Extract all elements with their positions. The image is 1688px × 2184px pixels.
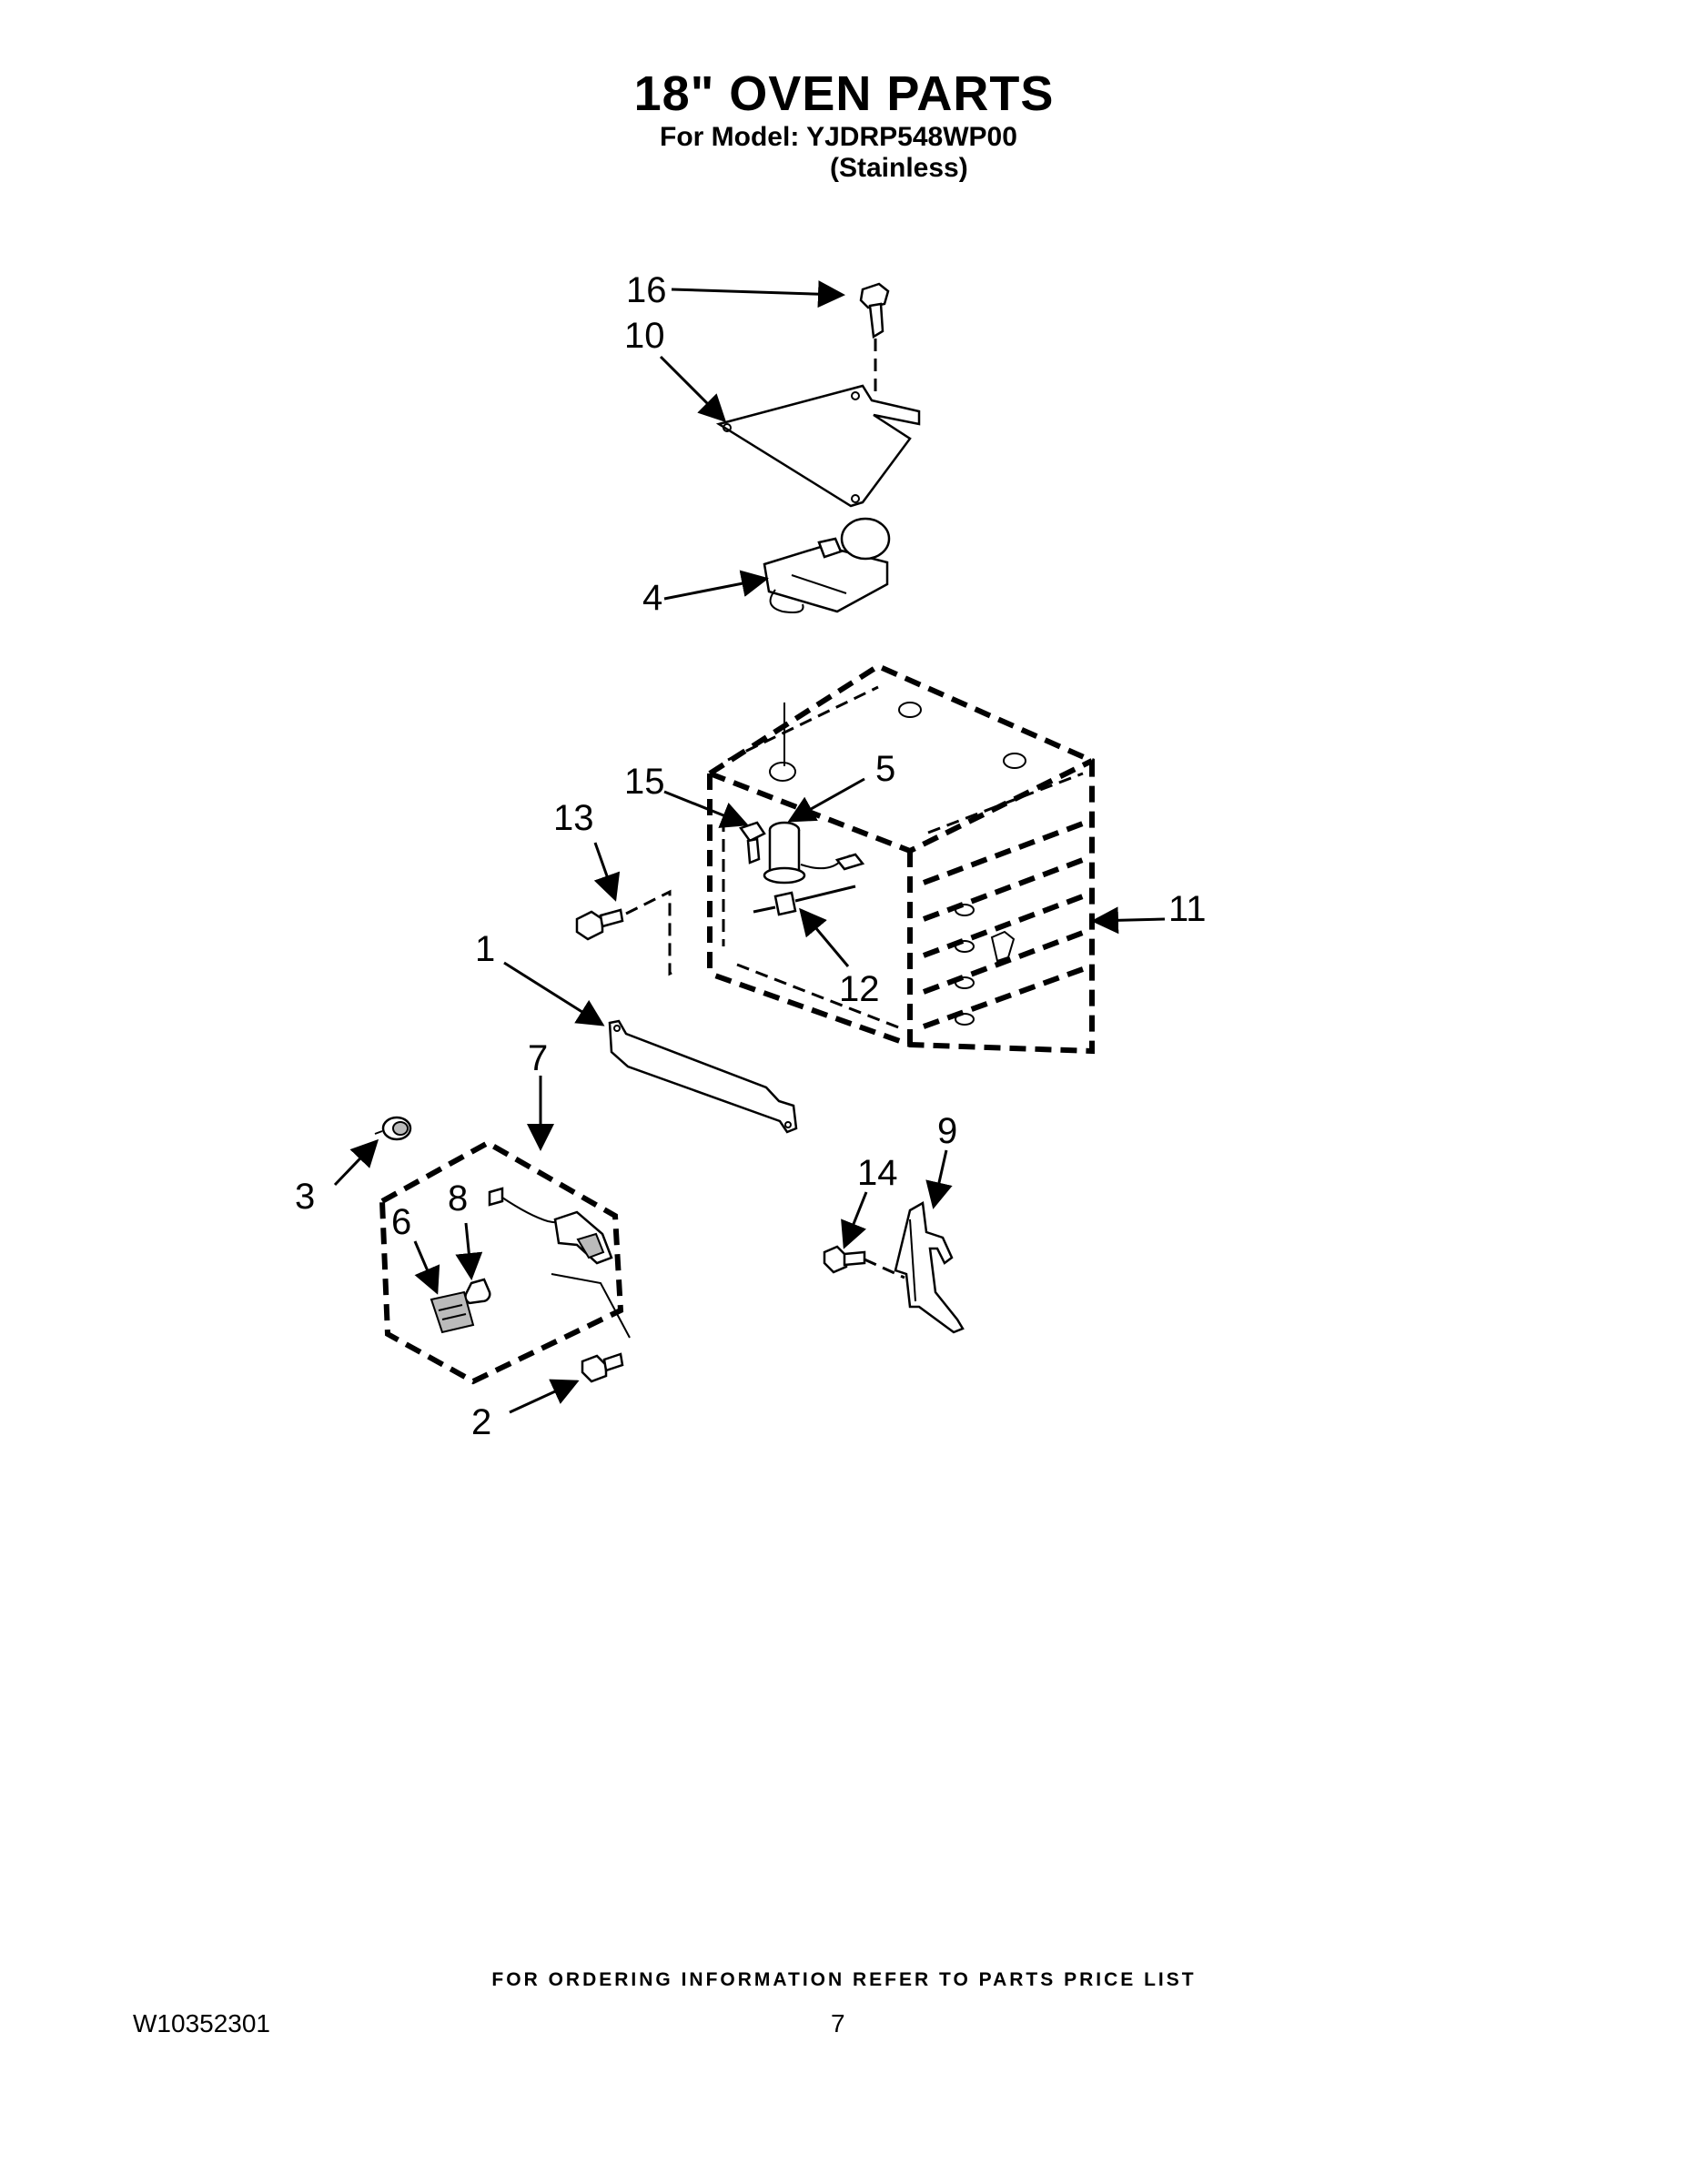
part-8-socket [488,1187,613,1265]
part-10-plate [715,384,921,508]
part-14-screw [823,1245,905,1279]
page-title: 18" OVEN PARTS [633,66,1055,121]
part-7-light-assembly [379,1139,631,1385]
callout-6: 6 [391,1202,411,1242]
callout-4: 4 [642,578,662,618]
callout-16: 16 [626,270,667,310]
part-2-screw [581,1352,624,1383]
callout-11: 11 [1168,889,1207,929]
callout-8: 8 [448,1178,468,1218]
callout-1: 1 [475,929,495,969]
document-number: W10352301 [133,2009,271,2037]
callout-3: 3 [295,1177,315,1217]
callout-13: 13 [553,798,594,838]
page-number: 7 [831,2009,845,2037]
part-11-oven-cavity [707,662,1095,1055]
part-13-screw [575,889,678,976]
callout-10: 10 [624,316,665,356]
callout-5: 5 [875,749,895,789]
callout-7: 7 [528,1038,548,1078]
part-4-motor-assembly [763,517,891,613]
part-8-bulb [464,1278,491,1305]
part-9-bracket [894,1200,965,1334]
part-3-bumper [374,1116,412,1141]
model-line: For Model: YJDRP548WP00 [660,122,1017,152]
ordering-info: FOR ORDERING INFORMATION REFER TO PARTS … [491,1969,1197,1990]
callout-12: 12 [839,969,880,1009]
callout-14: 14 [857,1153,898,1193]
callout-2: 2 [471,1402,491,1442]
part-5-sensor [763,821,865,885]
part-1-panel [608,1019,798,1134]
callout-15: 15 [624,762,665,802]
part-16-screw [859,282,890,393]
part-6-lens [430,1290,475,1334]
finish-line: (Stainless) [830,153,968,183]
leader-arrows [333,280,1166,1414]
part-12-probe [753,885,856,916]
callout-9: 9 [937,1111,957,1151]
part-15-screw [738,821,766,864]
